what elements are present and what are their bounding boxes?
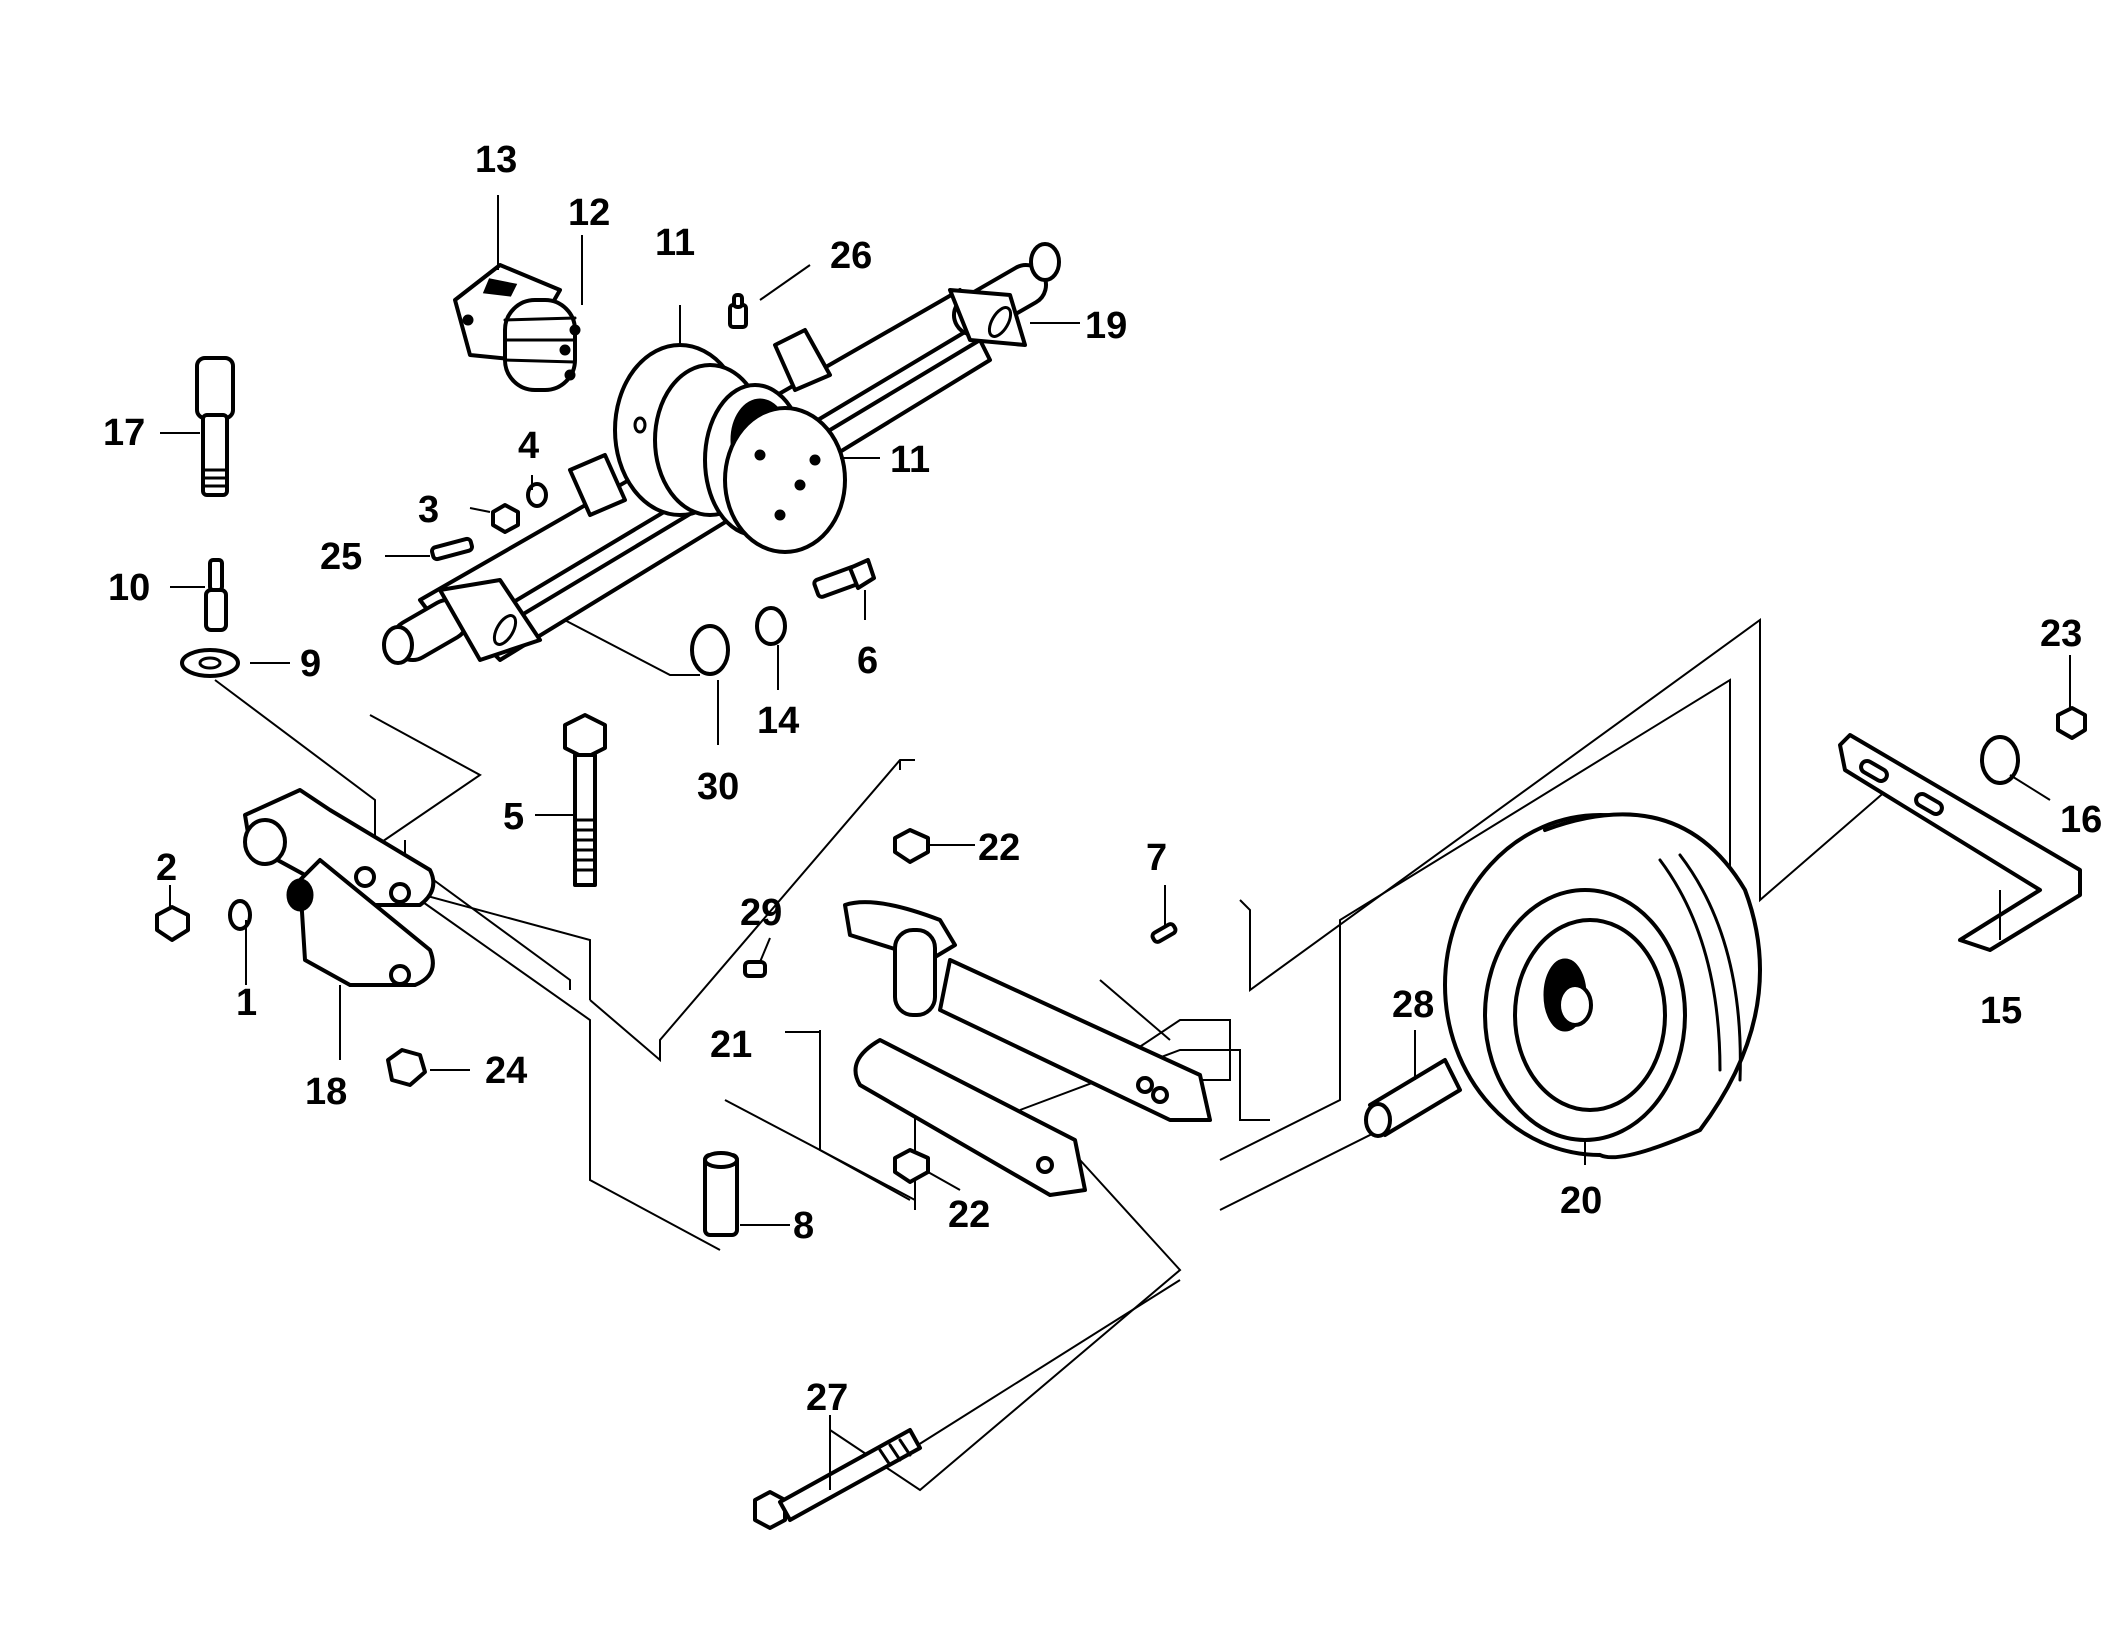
callout-labels: 1 2 3 4 5 6 7 8 9 10 11 11 12 13 14 15 1… xyxy=(103,139,2102,1419)
nut-22-lower xyxy=(893,1148,930,1184)
washer-4 xyxy=(526,482,548,508)
callout-16: 16 xyxy=(2060,799,2102,841)
callout-6: 6 xyxy=(857,640,878,682)
nut-3 xyxy=(491,503,520,534)
callout-28: 28 xyxy=(1392,984,1434,1026)
callout-23: 23 xyxy=(2040,613,2082,655)
callout-25: 25 xyxy=(320,536,362,578)
callout-14: 14 xyxy=(757,700,799,742)
caster-fork xyxy=(843,900,1212,1197)
washer-9 xyxy=(180,648,240,678)
wheel xyxy=(1443,812,1762,1160)
roller-front xyxy=(703,383,847,554)
callout-17: 17 xyxy=(103,412,145,454)
callout-3: 3 xyxy=(418,489,439,531)
spacer-8 xyxy=(703,1151,739,1237)
callout-8: 8 xyxy=(793,1205,814,1247)
callout-15: 15 xyxy=(1980,990,2022,1032)
callout-26: 26 xyxy=(830,235,872,277)
spacer-28 xyxy=(1364,1058,1462,1138)
callout-13: 13 xyxy=(475,139,517,181)
callout-19: 19 xyxy=(1085,305,1127,347)
spring-25 xyxy=(430,536,474,562)
washer-9-hole xyxy=(198,656,222,670)
nut-2 xyxy=(155,905,190,942)
callout-12: 12 xyxy=(568,192,610,234)
callout-18: 18 xyxy=(305,1071,347,1113)
nut-23 xyxy=(2056,706,2087,740)
callout-30: 30 xyxy=(697,766,739,808)
callout-11-upper: 11 xyxy=(655,222,695,264)
callout-20: 20 xyxy=(1560,1180,1602,1222)
washer-30 xyxy=(690,624,730,676)
callout-lines xyxy=(160,195,2071,1490)
callout-11-lower: 11 xyxy=(890,439,930,481)
pivot-bracket xyxy=(243,788,436,987)
bolt-6 xyxy=(812,558,876,599)
bolt-5 xyxy=(563,713,607,887)
roll-pin-7 xyxy=(1150,922,1178,944)
callout-2: 2 xyxy=(156,847,177,889)
callout-29: 29 xyxy=(740,892,782,934)
nut-22-upper xyxy=(893,828,930,864)
coupling xyxy=(453,263,581,392)
callout-1: 1 xyxy=(236,982,257,1024)
scraper-bracket xyxy=(1838,733,2082,952)
grease-fitting xyxy=(728,293,748,329)
bolt-27 xyxy=(753,1428,922,1530)
callout-10: 10 xyxy=(108,567,150,609)
callout-4: 4 xyxy=(518,425,539,467)
nut-24 xyxy=(386,1048,427,1087)
callout-22-lower: 22 xyxy=(948,1194,990,1236)
small-pin xyxy=(204,558,228,632)
pin xyxy=(195,356,235,497)
callout-24: 24 xyxy=(485,1050,527,1092)
callout-22-upper: 22 xyxy=(978,827,1020,869)
washer-16 xyxy=(1980,735,2020,785)
washer-14 xyxy=(755,606,787,646)
callout-27: 27 xyxy=(806,1377,848,1419)
callout-5: 5 xyxy=(503,796,524,838)
callout-7: 7 xyxy=(1146,837,1167,879)
grease-fitting-29 xyxy=(743,960,767,978)
callout-21: 21 xyxy=(710,1024,752,1066)
callout-9: 9 xyxy=(300,643,321,685)
